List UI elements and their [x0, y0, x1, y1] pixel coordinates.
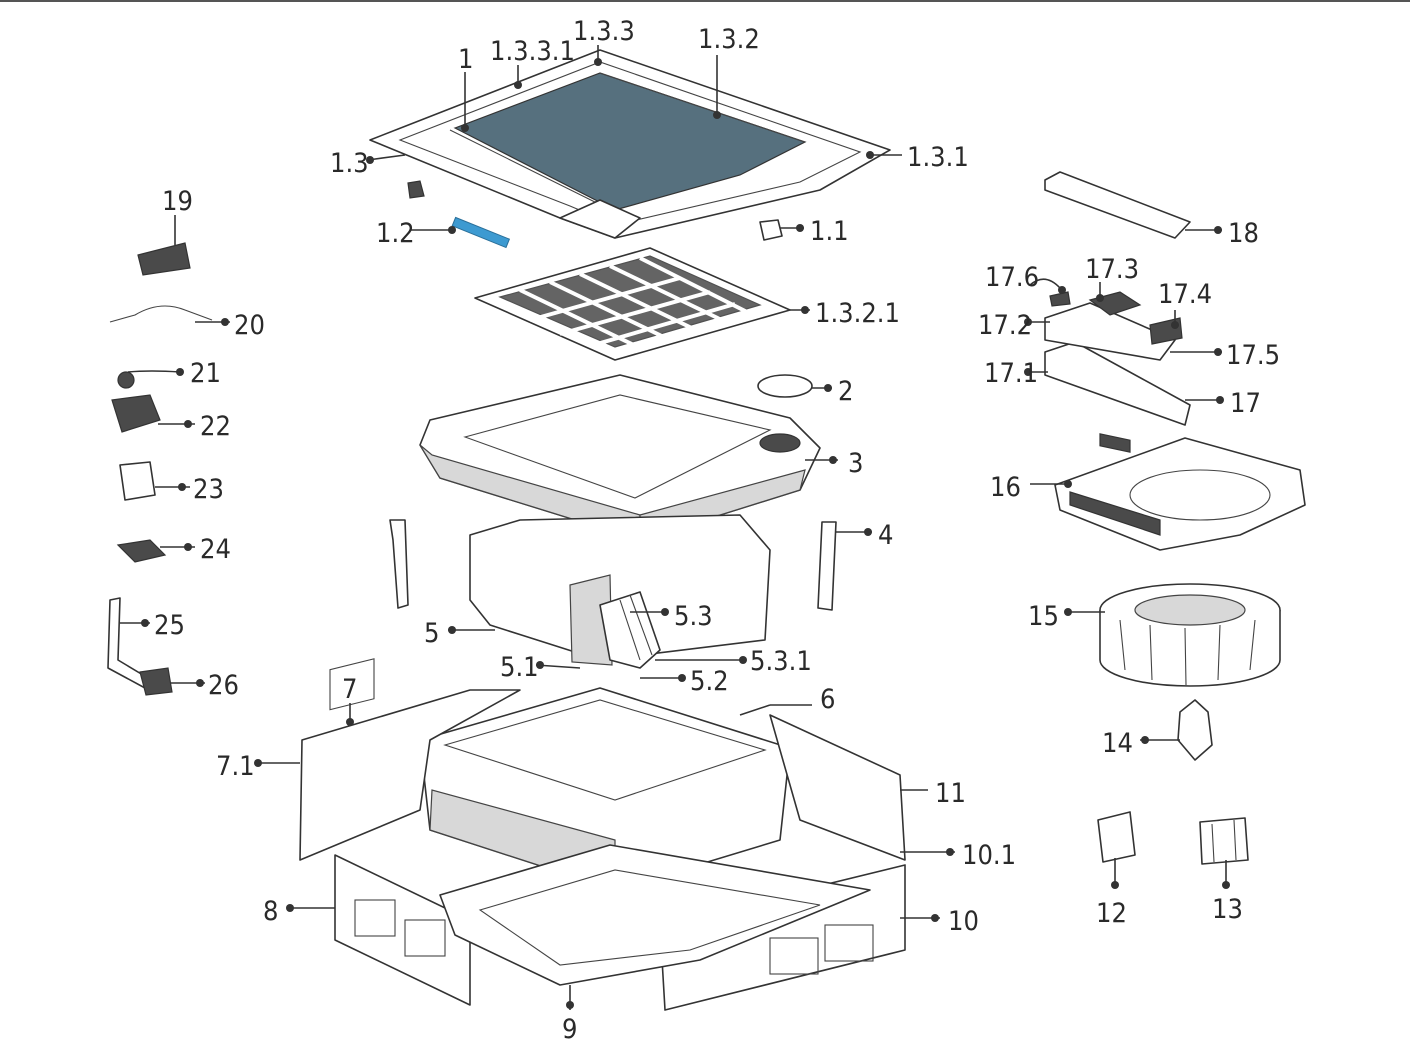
label-17-4: 17.4: [1158, 279, 1212, 310]
label-21: 21: [190, 358, 221, 389]
label-25: 25: [154, 610, 185, 641]
part-22-pump: [111, 394, 161, 433]
bracket-12: [1097, 811, 1136, 863]
base-tray: [419, 687, 791, 891]
label-17-5: 17.5: [1226, 340, 1280, 371]
label-19: 19: [162, 186, 193, 217]
label-17-1: 17.1: [984, 358, 1038, 389]
label-23: 23: [193, 474, 224, 505]
filter-grid: [474, 247, 791, 361]
label-26: 26: [208, 670, 239, 701]
part-1-1-clip: [759, 219, 783, 241]
label-9: 9: [562, 1014, 577, 1045]
label-1-3-2: 1.3.2: [698, 24, 760, 55]
label-15: 15: [1028, 601, 1059, 632]
label-18: 18: [1228, 218, 1259, 249]
label-20: 20: [234, 310, 265, 341]
part-19-controller: [137, 242, 191, 276]
label-8: 8: [263, 896, 278, 927]
part-20-sensor: [109, 305, 213, 323]
front-panel: [369, 49, 891, 239]
label-1-3-1: 1.3.1: [907, 142, 969, 173]
label-5: 5: [424, 618, 439, 649]
label-7: 7: [342, 674, 357, 705]
part-26: [139, 667, 173, 696]
label-1-1: 1.1: [810, 216, 849, 247]
part-2-ring: [757, 374, 813, 398]
label-7-1: 7.1: [216, 751, 255, 782]
side-panel-7: [299, 658, 521, 861]
label-5-3-1: 5.3.1: [750, 646, 812, 677]
bracket-left: [389, 519, 409, 609]
label-24: 24: [200, 534, 231, 565]
label-17-2: 17.2: [978, 310, 1032, 341]
bracket-13: [1199, 817, 1249, 865]
fan-motor: [1177, 699, 1213, 761]
part-24: [116, 539, 167, 563]
label-13: 13: [1212, 894, 1243, 925]
label-11: 11: [935, 778, 966, 809]
label-17: 17: [1230, 388, 1261, 419]
side-panel-8: [334, 854, 471, 1006]
part-1-2-bar: [451, 216, 511, 249]
side-panel-11: [769, 714, 906, 861]
label-5-1: 5.1: [500, 652, 539, 683]
label-1: 1: [458, 44, 473, 75]
label-17-6: 17.6: [985, 262, 1039, 293]
label-22: 22: [200, 411, 231, 442]
label-1-3-3: 1.3.3: [573, 16, 635, 47]
label-1-3-2-1: 1.3.2.1: [815, 298, 900, 329]
label-10: 10: [948, 906, 979, 937]
bottom-plate-9: [439, 844, 871, 986]
label-14: 14: [1102, 728, 1133, 759]
label-12: 12: [1096, 898, 1127, 929]
label-2: 2: [838, 376, 853, 407]
label-1-3: 1.3: [330, 148, 369, 179]
part-23: [119, 461, 156, 501]
heat-exchanger-coil: [469, 514, 771, 669]
label-5-3: 5.3: [674, 601, 713, 632]
small-clip-icon: [407, 180, 425, 199]
leaders: [120, 45, 1230, 1010]
label-1-2: 1.2: [376, 218, 415, 249]
part-21: [117, 371, 135, 389]
label-5-2: 5.2: [690, 666, 729, 697]
label-10-1: 10.1: [962, 840, 1016, 871]
label-17-3: 17.3: [1085, 254, 1139, 285]
label-6: 6: [820, 684, 835, 715]
part-18-cover: [1044, 171, 1191, 239]
electric-box: [1044, 291, 1191, 426]
label-16: 16: [990, 472, 1021, 503]
label-1-3-3-1: 1.3.3.1: [490, 36, 575, 67]
bracket-right: [817, 521, 837, 611]
part-labels: 1 1.3.3.1 1.3.3 1.3.2 1.3 1.3.1 1.2 1.1 …: [154, 16, 1280, 1045]
panel-grille: [453, 72, 807, 211]
fan-wheel: [1099, 583, 1281, 687]
label-4: 4: [878, 520, 893, 551]
fan-housing: [1054, 437, 1306, 551]
drain-pan-frame: [419, 374, 821, 541]
label-3: 3: [848, 448, 863, 479]
